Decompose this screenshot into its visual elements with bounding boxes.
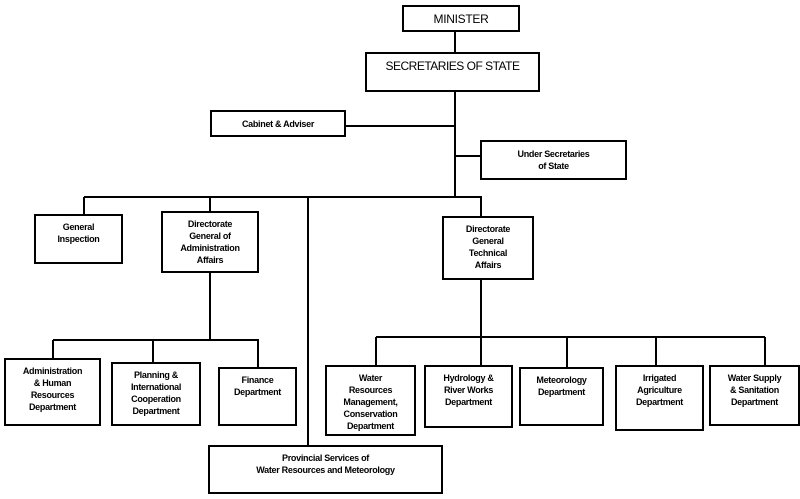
- irrigated-label: Irrigated Agriculture Department: [635, 373, 683, 407]
- minister-box: MINISTER: [402, 5, 520, 32]
- minister-label: MINISTER: [433, 12, 489, 26]
- irrigated-box: Irrigated Agriculture Department: [615, 365, 704, 431]
- planning-label: Planning & International Cooperation Dep…: [130, 370, 182, 416]
- water-supply-box: Water Supply & Sanitation Department: [709, 365, 800, 426]
- under-secretaries-box: Under Secretaries of State: [480, 140, 627, 180]
- admin-hr-box: Administration & Human Resources Departm…: [4, 358, 101, 426]
- water-resources-box: Water Resources Management, Conservation…: [325, 365, 416, 436]
- water-resources-label: Water Resources Management, Conservation…: [343, 373, 398, 431]
- finance-box: Finance Department: [218, 367, 297, 426]
- dg-admin-label: Directorate General of Administration Af…: [180, 219, 240, 265]
- dg-technical-box: Directorate General Technical Affairs: [442, 216, 534, 280]
- water-supply-label: Water Supply & Sanitation Department: [727, 373, 782, 407]
- secretaries-box: SECRETARIES OF STATE: [365, 52, 540, 92]
- dg-admin-box: Directorate General of Administration Af…: [161, 211, 259, 273]
- general-inspection-label: General Inspection: [57, 222, 100, 244]
- provincial-label: Provincial Services of Water Resources a…: [256, 453, 395, 475]
- meteorology-box: Meteorology Department: [519, 367, 604, 426]
- planning-box: Planning & International Cooperation Dep…: [111, 362, 201, 426]
- hydrology-box: Hydrology & River Works Department: [424, 365, 513, 428]
- provincial-box: Provincial Services of Water Resources a…: [208, 445, 443, 494]
- admin-hr-label: Administration & Human Resources Departm…: [22, 366, 83, 412]
- under-secretaries-label: Under Secretaries of State: [517, 149, 590, 171]
- meteorology-label: Meteorology Department: [536, 375, 587, 397]
- hydrology-label: Hydrology & River Works Department: [443, 373, 494, 407]
- secretaries-label: SECRETARIES OF STATE: [385, 59, 520, 73]
- dg-technical-label: Directorate General Technical Affairs: [465, 224, 511, 270]
- cabinet-box: Cabinet & Adviser: [210, 110, 346, 137]
- cabinet-label: Cabinet & Adviser: [241, 119, 315, 129]
- finance-label: Finance Department: [233, 375, 281, 397]
- general-inspection-box: General Inspection: [34, 214, 123, 264]
